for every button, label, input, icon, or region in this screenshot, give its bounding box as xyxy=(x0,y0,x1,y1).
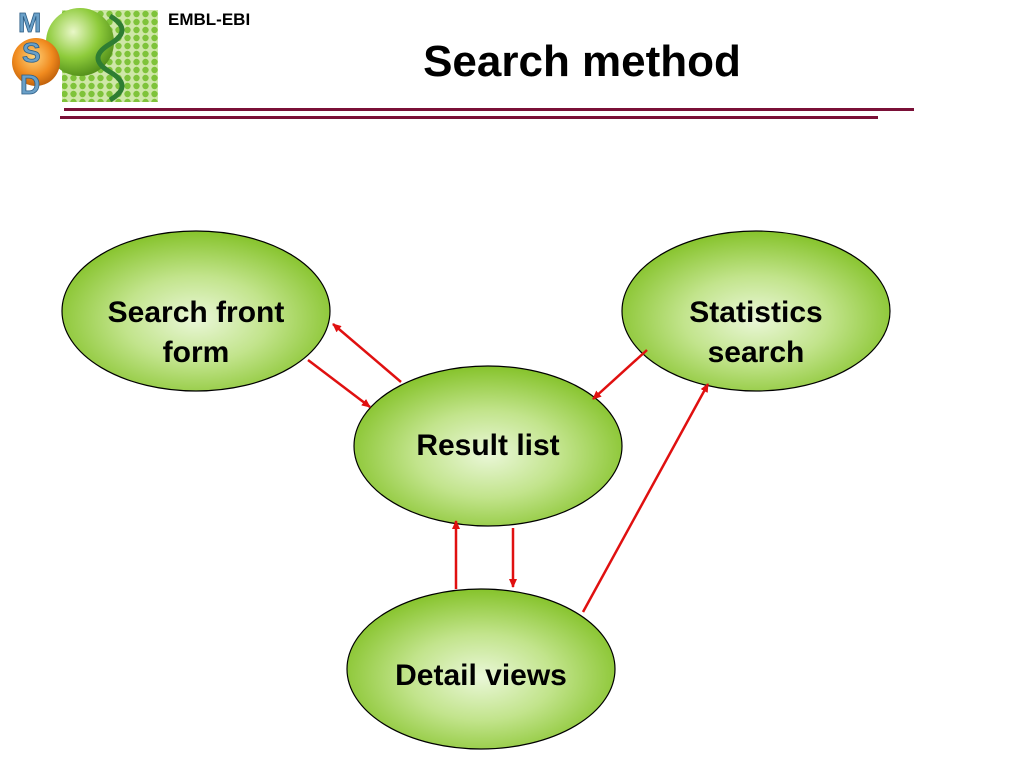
arrow-search-form-to-result xyxy=(307,359,371,408)
logo-letter-m: M xyxy=(18,7,41,38)
arrow-statistics-to-result xyxy=(592,349,648,400)
org-label: EMBL-EBI xyxy=(168,10,251,29)
arrow-result-to-search-form xyxy=(332,323,402,383)
logo-orange-sphere xyxy=(12,38,60,86)
label-search-front-form: Search front form xyxy=(107,296,285,369)
msd-logo: M S D xyxy=(12,7,158,103)
node-result-list[interactable] xyxy=(353,365,623,527)
label-detail-views: Detail views xyxy=(395,659,567,692)
arrow-detail-to-statistics xyxy=(581,383,710,613)
node-search-front-form[interactable] xyxy=(61,230,331,392)
logo-letter-d: D xyxy=(20,69,40,100)
title-rule-bottom xyxy=(60,116,878,119)
node-statistics-search[interactable] xyxy=(621,230,891,392)
node-detail-views[interactable] xyxy=(346,588,616,750)
title-rule-top xyxy=(64,108,914,111)
logo-helix xyxy=(95,13,125,103)
page-title: Search method xyxy=(423,37,741,86)
label-statistics-search: Statistics search xyxy=(689,296,823,369)
label-result-list: Result list xyxy=(416,429,560,462)
logo-letter-s: S xyxy=(22,37,41,68)
